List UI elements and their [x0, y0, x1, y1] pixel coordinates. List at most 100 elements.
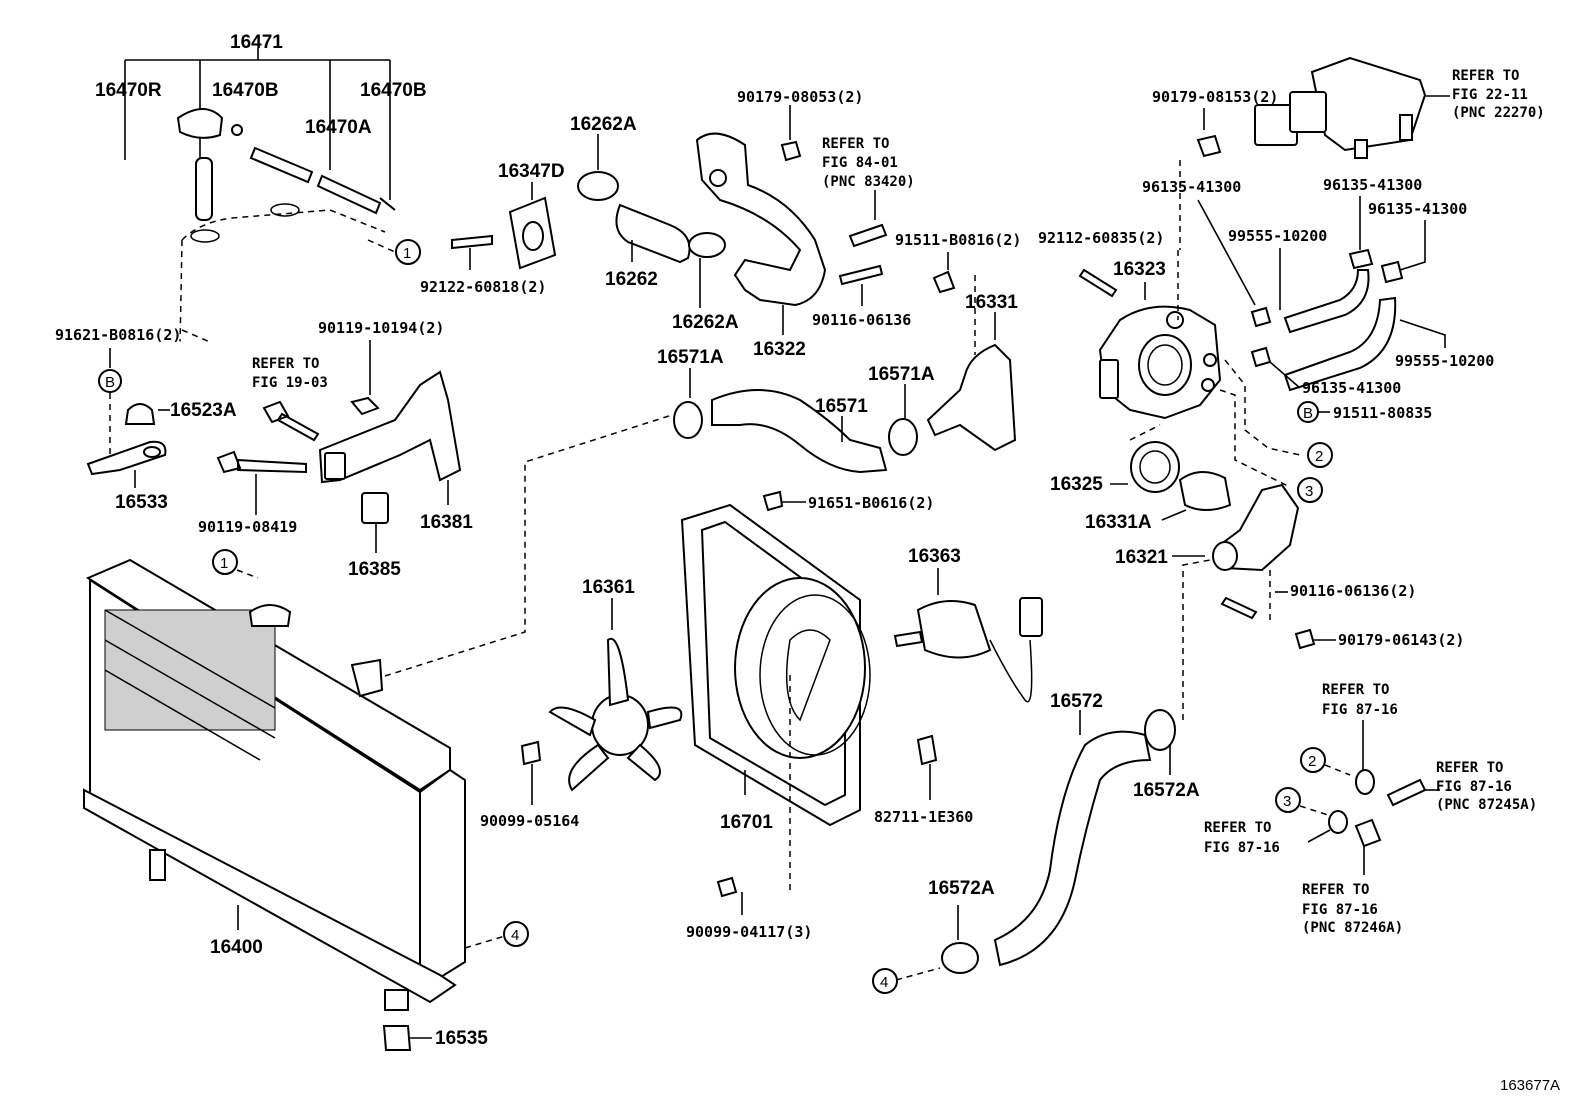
label-16385: 16385	[348, 559, 401, 580]
label-91511-80835: 91511-80835	[1333, 404, 1432, 422]
callout-B-right-label: B	[1303, 405, 1313, 422]
callout-4-radiator-label: 4	[511, 927, 519, 944]
component-pnc22270	[1254, 56, 1427, 159]
label-90119-10194: 90119-10194(2)	[318, 319, 444, 337]
ref-fig84-line3: (PNC 83420)	[822, 174, 915, 190]
ref-fig87d-line1: REFER TO	[1302, 882, 1369, 898]
ref-fig87c-line2: FIG 87-16	[1204, 840, 1280, 856]
stud-90116-06136	[838, 264, 884, 286]
hose-99555-10200-a	[1283, 269, 1370, 334]
clamp-96135-41300-b	[1348, 248, 1374, 270]
callout-3-right-label: 3	[1305, 483, 1313, 500]
callout-3-lower	[1275, 787, 1301, 813]
callout-4-hose-label: 4	[880, 974, 888, 991]
gasket-16325	[1130, 441, 1180, 493]
label-16262A-mid: 16262A	[672, 312, 739, 333]
clamp-16262A-mid	[688, 232, 726, 258]
part-16381	[318, 370, 462, 484]
label-16701: 16701	[720, 812, 773, 833]
ref-fig87b-line1: REFER TO	[1436, 760, 1503, 776]
label-96135-41300-a: 96135-41300	[1142, 178, 1241, 196]
clamp-96135-41300-a	[1250, 306, 1272, 328]
callout-3-lower-label: 3	[1283, 793, 1291, 810]
hose-pnc87245A	[1386, 778, 1427, 807]
label-92122-60818: 92122-60818(2)	[420, 278, 546, 296]
clip-82711-1E360	[916, 734, 938, 766]
label-90116-06136: 90116-06136	[812, 311, 911, 329]
part-16572	[993, 730, 1152, 967]
bolt-91651-B0616	[762, 490, 784, 512]
callout-2-lower	[1300, 747, 1326, 773]
part-16321	[1218, 483, 1300, 572]
clamp-fig87-upper	[1355, 769, 1375, 795]
ref-fig19-line2: FIG 19-03	[252, 375, 328, 391]
figure-id: 163677A	[1500, 1077, 1560, 1094]
label-16470A: 16470A	[305, 117, 372, 138]
part-16322	[695, 132, 827, 307]
ref-fig87c-line1: REFER TO	[1204, 820, 1271, 836]
callout-4-radiator	[503, 921, 529, 947]
label-16470B-b: 16470B	[360, 80, 427, 101]
clamp-fig87-lower	[1328, 810, 1348, 834]
nut-90179-08053	[780, 140, 802, 162]
label-99555-10200-a: 99555-10200	[1228, 227, 1327, 245]
reservoir-hose-group	[124, 48, 396, 343]
label-16331: 16331	[965, 292, 1018, 313]
thermostat-housing-16323	[1098, 305, 1222, 420]
label-96135-41300-b: 96135-41300	[1323, 176, 1422, 194]
part-16523A	[124, 403, 156, 425]
callout-2-lower-label: 2	[1308, 753, 1316, 770]
label-92112-60835: 92112-60835(2)	[1038, 229, 1164, 247]
callout-1-top-label: 1	[403, 245, 411, 262]
label-16571A-b: 16571A	[868, 364, 935, 385]
ref-fig87a-line2: FIG 87-16	[1322, 702, 1398, 718]
label-16572: 16572	[1050, 691, 1103, 712]
label-16331A: 16331A	[1085, 512, 1152, 533]
clamp-96135-41300-c	[1380, 260, 1404, 284]
part-16571	[711, 389, 888, 474]
label-16471: 16471	[230, 32, 283, 53]
callout-3-right	[1297, 477, 1323, 503]
callout-2-right	[1307, 442, 1333, 468]
label-90179-08153: 90179-08153(2)	[1152, 88, 1278, 106]
sensor-pnc83420	[848, 223, 888, 248]
radiator-16400	[83, 558, 466, 1011]
part-16385	[361, 492, 389, 524]
callout-1-top	[395, 239, 421, 265]
ref-fig22-line1: REFER TO	[1452, 68, 1519, 84]
nut-90179-06143	[1294, 628, 1316, 650]
ref-fig87b-line2: FIG 87-16	[1436, 779, 1512, 795]
ref-fig84-line2: FIG 84-01	[822, 155, 898, 171]
label-16323: 16323	[1113, 259, 1166, 280]
part-90099-05164	[520, 740, 542, 766]
label-16322: 16322	[753, 339, 806, 360]
bolt-90099-04117	[716, 876, 738, 898]
clamp-16572A-upper	[1144, 709, 1176, 751]
label-16262: 16262	[605, 269, 658, 290]
ref-fig87d-line3: (PNC 87246A)	[1302, 920, 1403, 936]
label-16361: 16361	[582, 577, 635, 598]
clamp-16571A-b	[888, 418, 918, 456]
label-16533: 16533	[115, 492, 168, 513]
callout-1-radiator	[212, 549, 238, 575]
label-90099-05164: 90099-05164	[480, 812, 579, 830]
thermostat-16331A	[1178, 471, 1232, 511]
label-16572A-upper: 16572A	[1133, 780, 1200, 801]
label-16571: 16571	[815, 396, 868, 417]
callout-B-left-label: B	[105, 374, 115, 391]
part-16262	[615, 203, 691, 264]
label-90179-06143: 90179-06143(2)	[1338, 631, 1464, 649]
label-16572A-lower: 16572A	[928, 878, 995, 899]
label-16325: 16325	[1050, 474, 1103, 495]
label-16381: 16381	[420, 512, 473, 533]
bolt-refer-19-03	[262, 400, 320, 442]
label-16470R: 16470R	[95, 80, 162, 101]
ref-fig22-line3: (PNC 22270)	[1452, 105, 1545, 121]
stud-92122-60818	[451, 234, 493, 250]
fan-shroud-16701	[680, 503, 871, 827]
callout-B-left	[98, 369, 122, 393]
bolt-90119-08419	[216, 450, 307, 474]
label-91621-B0816: 91621-B0816(2)	[55, 326, 181, 344]
ref-fig22-line2: FIG 22-11	[1452, 87, 1528, 103]
